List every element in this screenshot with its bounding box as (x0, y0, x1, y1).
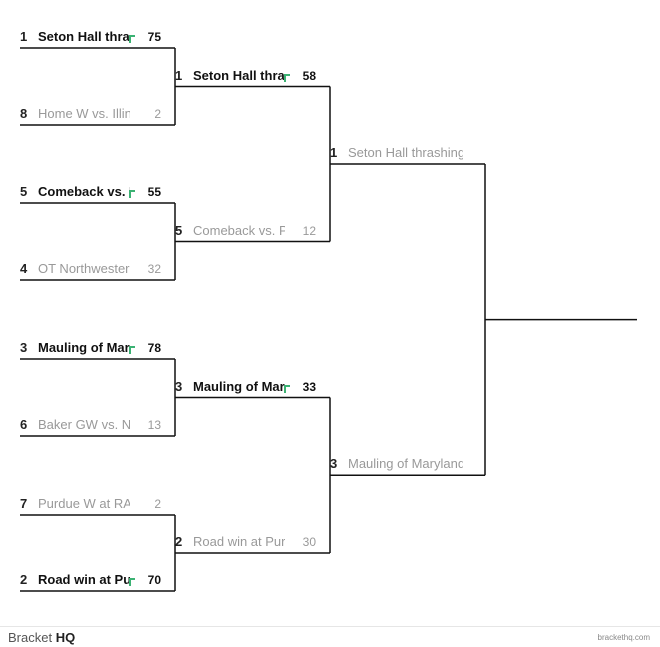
score: 70 (147, 573, 161, 587)
team-name: Comeback vs. PSU (38, 184, 130, 199)
bracket-slot-r3-2[interactable]: 3 Mauling of Maryland (320, 454, 520, 474)
seed-number: 3 (20, 340, 28, 355)
winner-flag-icon (284, 384, 290, 393)
seed-number: 3 (175, 378, 183, 394)
seed-number: 5 (20, 184, 28, 199)
team-name: Road win at Purdue (38, 572, 130, 587)
winner-flag-icon (129, 346, 135, 354)
winner-flag-icon (129, 578, 135, 586)
team-name: Home W vs. Illinois (38, 106, 130, 121)
bracket-slot-r1-5[interactable]: 3 Mauling of Maryland 78 (10, 338, 165, 358)
bracket-slot-r2-4[interactable]: 2 Road win at Purdue 30 (165, 532, 320, 552)
score: 75 (147, 30, 161, 44)
seed-number: 8 (20, 106, 28, 121)
team-name: Seton Hall thrashing (348, 145, 463, 160)
team-name: Road win at Purdue (193, 534, 285, 549)
bracket-slot-r2-1[interactable]: 1 Seton Hall thrashing 58 (165, 66, 320, 86)
brand-bold: HQ (55, 630, 76, 645)
winner-flag-icon (129, 190, 135, 198)
seed-number: 2 (20, 572, 28, 587)
bracket-slot-r2-2[interactable]: 5 Comeback vs. PSU 12 (165, 221, 320, 241)
score: 78 (147, 341, 161, 355)
bracket-slot-r1-4[interactable]: 4 OT Northwestern 32 (10, 259, 165, 279)
seed-number: 4 (20, 261, 28, 276)
team-name: Mauling of Maryland (348, 456, 463, 472)
team-name: Baker GW vs. Neb (38, 417, 130, 432)
seed-number: 7 (20, 496, 28, 511)
site-link[interactable]: brackethq.com (597, 633, 650, 642)
winner-flag-icon (284, 73, 290, 82)
team-name: Seton Hall thrashing (193, 67, 285, 83)
footer: Bracket HQ brackethq.com (0, 626, 660, 647)
team-name: Mauling of Maryland (193, 378, 285, 394)
bracket-slot-r3-1[interactable]: 1 Seton Hall thrashing (320, 143, 520, 163)
seed-number: 6 (20, 417, 28, 432)
bracket-slot-r1-1[interactable]: 1 Seton Hall thrashing 75 (10, 27, 165, 47)
seed-number: 2 (175, 534, 183, 549)
seed-number: 1 (20, 29, 28, 44)
seed-number: 1 (330, 145, 338, 160)
bracket-slot-r1-3[interactable]: 5 Comeback vs. PSU 55 (10, 182, 165, 202)
team-name: OT Northwestern (38, 261, 130, 276)
score: 12 (302, 223, 316, 238)
score: 33 (302, 379, 316, 394)
score: 58 (302, 68, 316, 83)
bracket-slot-r1-7[interactable]: 7 Purdue W at RAC 2 (10, 494, 165, 514)
score: 30 (302, 535, 316, 549)
team-name: Purdue W at RAC (38, 496, 130, 511)
bracket-slot-r2-3[interactable]: 3 Mauling of Maryland 33 (165, 377, 320, 397)
bracket-slot-r1-8[interactable]: 2 Road win at Purdue 70 (10, 570, 165, 590)
seed-number: 3 (330, 456, 338, 472)
team-name: Mauling of Maryland (38, 340, 130, 355)
brand-light: Bracket (8, 630, 53, 645)
bracket-slot-r1-6[interactable]: 6 Baker GW vs. Neb 13 (10, 415, 165, 435)
score: 13 (147, 418, 161, 432)
score: 2 (154, 497, 161, 511)
winner-flag-icon (129, 35, 135, 43)
score: 55 (147, 185, 161, 199)
bracket-slot-r1-2[interactable]: 8 Home W vs. Illinois 2 (10, 104, 165, 124)
seed-number: 5 (175, 222, 183, 238)
seed-number: 1 (175, 67, 183, 83)
score: 2 (154, 107, 161, 121)
brand-logo[interactable]: Bracket HQ (8, 630, 75, 645)
team-name: Seton Hall thrashing (38, 29, 130, 44)
team-name: Comeback vs. PSU (193, 222, 285, 238)
score: 32 (147, 262, 161, 276)
